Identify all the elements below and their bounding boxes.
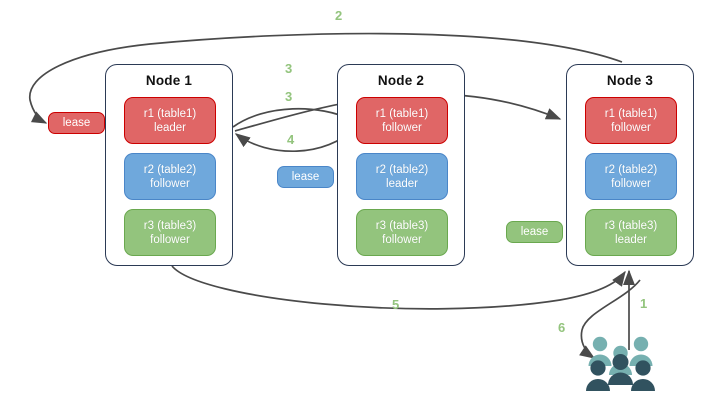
step-label-2: 2: [335, 8, 343, 23]
node-1-title: Node 1: [145, 73, 193, 88]
replica-label-line2: follower: [150, 233, 190, 246]
replica-label-line1: r3 (table3): [604, 219, 658, 232]
replica-label-line2: leader: [154, 121, 186, 134]
replica-label-line2: follower: [382, 233, 422, 246]
replica-label-line1: r2 (table2): [143, 163, 197, 176]
node-2-title: Node 2: [377, 73, 425, 88]
edge-step-5: [171, 265, 626, 310]
step-label-3b: 3: [285, 89, 293, 104]
replica-label-line1: r3 (table3): [375, 219, 429, 232]
people-group-icon: [586, 336, 655, 391]
step-label-1: 1: [640, 296, 648, 311]
node-3-title: Node 3: [606, 73, 654, 88]
lease-chip-red[interactable]: lease: [48, 112, 105, 134]
step-label-4: 4: [287, 132, 295, 147]
replica-label-line1: r3 (table3): [143, 219, 197, 232]
node-1-box[interactable]: Node 1 r1 (table1) leader r2 (table2) fo…: [105, 64, 233, 266]
replica-label-line1: r2 (table2): [604, 163, 658, 176]
node-3-box[interactable]: Node 3 r1 (table1) follower r2 (table2) …: [566, 64, 694, 266]
node-1-replica-r3[interactable]: r3 (table3) follower: [124, 209, 216, 256]
step-label-6: 6: [558, 320, 566, 335]
replica-label-line2: follower: [611, 177, 651, 190]
replica-label-line1: r1 (table1): [375, 107, 429, 120]
node-2-replica-r3[interactable]: r3 (table3) follower: [356, 209, 448, 256]
edge-step-2: [29, 32, 623, 124]
replica-label-line2: follower: [382, 121, 422, 134]
replica-label-line1: r1 (table1): [143, 107, 197, 120]
node-3-replica-r1[interactable]: r1 (table1) follower: [585, 97, 677, 144]
replica-label-line2: follower: [150, 177, 190, 190]
node-3-replica-r3[interactable]: r3 (table3) leader: [585, 209, 677, 256]
step-label-5: 5: [392, 297, 400, 312]
node-2-replica-r1[interactable]: r1 (table1) follower: [356, 97, 448, 144]
lease-chip-blue[interactable]: lease: [277, 166, 334, 188]
edge-step-6: [579, 279, 641, 359]
replica-label-line2: leader: [615, 233, 647, 246]
lease-chip-green[interactable]: lease: [506, 221, 563, 243]
edge-step-3-lower: [232, 107, 354, 128]
replica-label-line1: r1 (table1): [604, 107, 658, 120]
replica-label-line1: r2 (table2): [375, 163, 429, 176]
node-1-replica-r1[interactable]: r1 (table1) leader: [124, 97, 216, 144]
node-2-box[interactable]: Node 2 r1 (table1) follower r2 (table2) …: [337, 64, 465, 266]
people-front-row: [586, 354, 655, 391]
step-label-3a: 3: [285, 61, 293, 76]
replica-label-line2: follower: [611, 121, 651, 134]
node-2-replica-r2[interactable]: r2 (table2) leader: [356, 153, 448, 200]
replica-label-line2: leader: [386, 177, 418, 190]
node-3-replica-r2[interactable]: r2 (table2) follower: [585, 153, 677, 200]
node-1-replica-r2[interactable]: r2 (table2) follower: [124, 153, 216, 200]
